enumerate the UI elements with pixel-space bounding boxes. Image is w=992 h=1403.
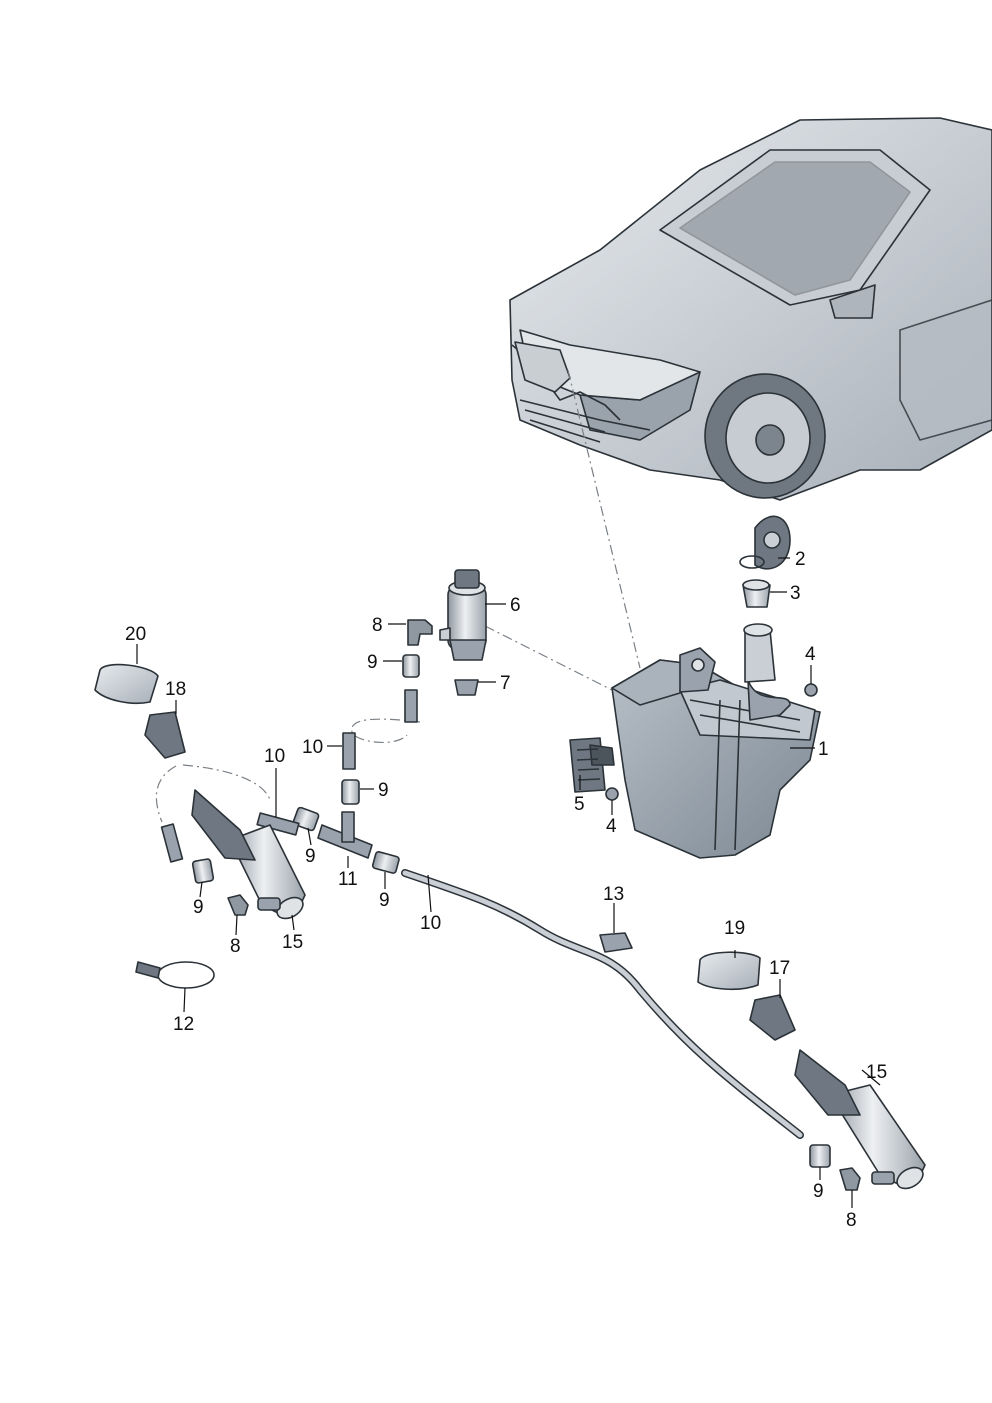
reservoir-cap xyxy=(739,515,791,570)
hose-segment-2 xyxy=(342,732,356,770)
washer-fluid-reservoir xyxy=(611,623,821,859)
label-1: 1 xyxy=(818,739,829,760)
pump-grommet xyxy=(454,679,479,696)
label-5: 5 xyxy=(574,794,585,815)
t-piece xyxy=(317,811,373,859)
hose-segment-4 xyxy=(160,823,184,863)
label-12: 12 xyxy=(173,1014,194,1035)
cover-cap-left xyxy=(94,663,159,705)
label-11: 11 xyxy=(338,869,358,890)
hose-connector-4 xyxy=(371,851,400,874)
label-9-center: 9 xyxy=(378,780,389,801)
label-10-left: 10 xyxy=(264,746,285,767)
label-6: 6 xyxy=(510,595,521,616)
label-9-right: 9 xyxy=(813,1181,824,1202)
hose-clip xyxy=(599,932,633,953)
washer-pump xyxy=(439,569,487,661)
grommet-top xyxy=(804,683,818,697)
label-3: 3 xyxy=(790,583,801,604)
sensor-left xyxy=(144,711,186,759)
cable-tie xyxy=(135,961,215,989)
label-9-top: 9 xyxy=(367,652,378,673)
car-illustration xyxy=(509,117,992,501)
elbow-connector-right xyxy=(839,1167,861,1191)
label-20: 20 xyxy=(125,624,146,645)
label-8-right: 8 xyxy=(846,1210,857,1231)
label-7: 7 xyxy=(500,673,511,694)
hose-segment-3 xyxy=(256,812,300,836)
elbow-connector-left xyxy=(227,894,249,916)
sensor-right xyxy=(749,994,796,1041)
hose-connector-3 xyxy=(292,806,320,832)
label-17: 17 xyxy=(769,958,790,979)
label-10-long: 10 xyxy=(420,913,441,934)
label-15-right: 15 xyxy=(866,1062,887,1083)
leader-lines xyxy=(136,557,881,1208)
label-18: 18 xyxy=(165,679,186,700)
long-hose xyxy=(401,869,804,1139)
label-2: 2 xyxy=(795,549,806,570)
label-15-left: 15 xyxy=(282,932,303,953)
label-8-top: 8 xyxy=(372,615,383,636)
washer-jet-right xyxy=(794,1049,926,1190)
bracket xyxy=(569,737,615,793)
hose-connector-1 xyxy=(402,654,420,678)
label-4-top: 4 xyxy=(805,644,816,665)
hose-connector-6 xyxy=(809,1144,831,1168)
hose-connector-2 xyxy=(341,779,360,805)
label-19: 19 xyxy=(724,918,745,939)
callout-labels: 2 3 4 1 5 4 6 7 8 9 10 9 10 9 11 9 10 9 … xyxy=(125,549,887,1231)
label-8-left: 8 xyxy=(230,936,241,957)
label-4-bottom: 4 xyxy=(606,816,617,837)
washer-jet-left xyxy=(191,789,306,920)
label-13: 13 xyxy=(603,884,624,905)
grommet-bottom xyxy=(605,787,619,801)
label-10-center: 10 xyxy=(302,737,323,758)
elbow-connector-top xyxy=(407,619,433,646)
hose-connector-5 xyxy=(191,858,215,884)
label-9-left: 9 xyxy=(193,897,204,918)
label-9-lower: 9 xyxy=(379,890,390,911)
hose-segment-1 xyxy=(404,689,418,723)
cover-cap-right xyxy=(697,951,761,991)
label-9-left-upper: 9 xyxy=(305,846,316,867)
